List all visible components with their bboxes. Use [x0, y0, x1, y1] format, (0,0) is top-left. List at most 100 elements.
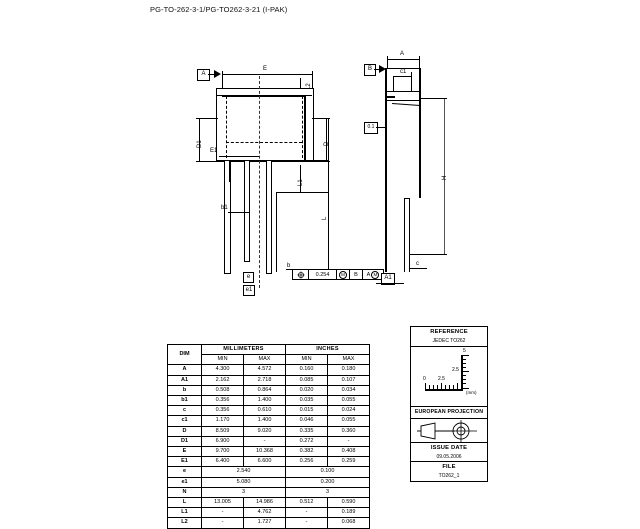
ruler-vertical-axis: [461, 355, 463, 389]
cell-in-min: 0.272: [285, 435, 328, 448]
cell-in-max: 0.180: [327, 364, 370, 376]
cell-mm-min: 4.300: [201, 364, 244, 376]
cell-mm-min: 2.162: [201, 374, 244, 386]
header-millimeters: MILLIMETERS: [201, 343, 286, 356]
cell-in-span: 0.100: [285, 466, 370, 478]
dim-c1-label: c1: [400, 69, 407, 75]
l-region-right: [328, 160, 329, 272]
dim-h-label: H: [442, 175, 448, 180]
datum-ref-b: B: [354, 271, 358, 278]
cell-mm-min: 6.900: [201, 435, 244, 448]
ruler-unit-label: (mm): [466, 390, 477, 395]
header-dim: DIM: [167, 343, 202, 366]
cell-in-min: 0.046: [285, 415, 328, 427]
dim-d-line: [326, 118, 327, 162]
reference-title: REFERENCE: [430, 329, 468, 335]
mmc-modifier-1: M: [339, 270, 347, 279]
cell-mm-max: 1.400: [243, 415, 286, 427]
cell-in-max: -: [327, 435, 370, 448]
side-draft-line: [391, 103, 420, 106]
first-angle-projection-icon: [411, 419, 487, 443]
lead-2: [244, 160, 250, 262]
side-lead-left: [404, 198, 405, 272]
side-tab-line-upper: [385, 91, 419, 92]
cell-in-max: 0.360: [327, 425, 370, 437]
cell-in-max: 0.055: [327, 395, 370, 407]
cell-dim: A1: [167, 374, 202, 386]
cell-dim: c: [167, 405, 202, 417]
cell-dim: L1: [167, 507, 202, 519]
hidden-edge-bottom: [226, 142, 302, 143]
cell-mm-span: 2.540: [201, 466, 286, 478]
header-in-min: MIN: [285, 354, 328, 366]
cell-in-max: 0.189: [327, 507, 370, 519]
datum-b-arrow-icon: [379, 65, 386, 73]
cell-dim: L: [167, 497, 202, 509]
datum-a-front: A: [197, 69, 210, 81]
dim-a-ext-right: [419, 56, 420, 68]
body-right-extension: [328, 118, 329, 161]
dim-d1-line: [199, 118, 200, 162]
dim-d-ext-top: [312, 118, 330, 119]
dim-l1-label: L1: [298, 179, 304, 186]
projection-title: EUROPEAN PROJECTION: [414, 409, 484, 415]
l-region-top: [276, 192, 328, 193]
header-in-max: MAX: [327, 354, 370, 366]
dim-b1-line: [228, 212, 250, 213]
datum-b-leader: [374, 69, 381, 70]
projection-box: EUROPEAN PROJECTION: [410, 406, 488, 444]
datum-b-side: B: [364, 64, 376, 76]
dim-h-ext-top: [419, 98, 447, 99]
datum-ref-a: A: [366, 271, 371, 278]
side-lead-top: [404, 198, 409, 199]
package-top-edge-line: [216, 95, 312, 96]
dim-a-label: A: [400, 51, 405, 57]
drawing-canvas: PG-TO-262-3-1/PG-TO262-3-21 (I-PAK) A E …: [150, 5, 488, 529]
dim-d-ext-bottom: [312, 161, 330, 162]
reference-value: JEDEC TO262: [432, 338, 466, 344]
cell-dim: b: [167, 384, 202, 397]
cell-mm-min: 0.356: [201, 405, 244, 417]
cell-mm-span: 5.080: [201, 476, 286, 488]
dim-l2-line: [300, 78, 301, 90]
file-box: FILE TO262_1: [410, 461, 488, 482]
cell-mm-min: -: [201, 507, 244, 519]
cell-dim: D1: [167, 435, 202, 448]
cell-mm-max: 6.600: [243, 456, 286, 468]
issue-date-box: ISSUE DATE 09.05.2006: [410, 442, 488, 463]
table-row: L2-1.727-0.068: [167, 517, 370, 529]
cell-mm-span: 3: [201, 486, 286, 499]
cell-mm-max: 1.727: [243, 517, 286, 529]
side-body-left: [385, 68, 387, 272]
cell-mm-min: 0.356: [201, 395, 244, 407]
header-mm-min: MIN: [201, 354, 244, 366]
cell-in-max: 0.408: [327, 446, 370, 458]
dim-c1-ext-left: [393, 76, 394, 92]
cell-in-max: 0.259: [327, 456, 370, 468]
cell-mm-min: -: [201, 517, 244, 529]
dim-a-ext-left: [387, 56, 388, 68]
dim-e-pitch-box: e: [243, 272, 254, 283]
table-header-group-row: DIM MILLIMETERS INCHES: [167, 343, 370, 366]
datum-a-leader: [208, 74, 216, 75]
dim-c-label: c: [416, 261, 419, 267]
dim-h-line: [444, 98, 445, 254]
cell-mm-max: 4.762: [243, 507, 286, 519]
flatness-leader: [376, 127, 386, 128]
ruler-label-5-vertical: 5: [463, 348, 466, 354]
cell-in-max: 0.055: [327, 415, 370, 427]
dim-b1-label: b1: [221, 205, 228, 211]
package-top-inner-line: [222, 96, 306, 97]
dim-c-line-lower: [409, 268, 427, 269]
cell-in-min: 0.020: [285, 384, 328, 397]
dim-d1-ext-bottom: [196, 161, 222, 162]
dim-d1-label: D1: [197, 140, 203, 148]
dim-a-line: [387, 59, 419, 60]
